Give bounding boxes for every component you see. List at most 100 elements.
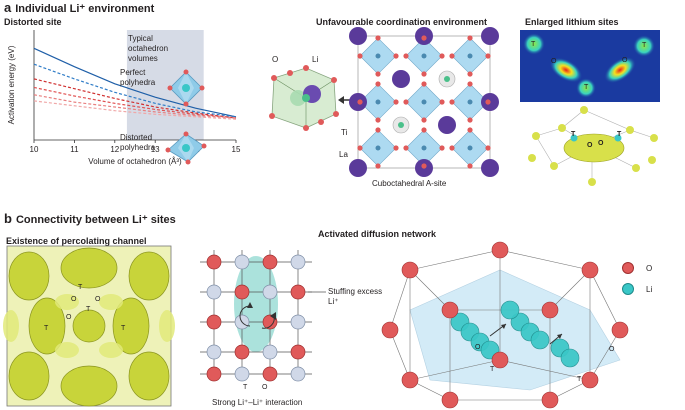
o-atom [403, 145, 409, 151]
perfect-octahedron-icon [167, 69, 205, 107]
o-site [262, 254, 278, 270]
ti-atom [421, 53, 427, 59]
ti-atom [421, 145, 427, 151]
x-tick-label: 13 [151, 145, 160, 154]
iso-label-t1: T [571, 131, 576, 138]
legend-lithium-label: Li [646, 285, 653, 294]
o-atom [449, 99, 455, 105]
x-tick-label: 12 [110, 145, 119, 154]
o-site [290, 284, 306, 300]
label-li: Li [312, 55, 319, 64]
lithium-density-heatmap [520, 30, 660, 102]
series-line [33, 94, 237, 119]
la-atom [438, 116, 456, 134]
perfect-polyhedra-label: Perfect polyhedra [120, 68, 156, 87]
o-atom [485, 99, 491, 105]
axis-t-label: T [243, 384, 248, 391]
perc-label-t3: T [44, 325, 49, 332]
o-atom [421, 81, 427, 87]
o-site [262, 314, 278, 330]
o-atom [375, 71, 381, 77]
o-atom [375, 163, 381, 169]
heat-label-o1: O [551, 58, 557, 65]
o-atom [485, 145, 491, 151]
o-atom [467, 35, 473, 41]
percolating-channel-isosurface [3, 245, 175, 407]
cage-edge [409, 359, 501, 381]
cage-edge [499, 359, 591, 381]
series-line [33, 86, 237, 119]
t-site [290, 366, 306, 382]
net-label-t1: T [490, 366, 495, 373]
li-atom [500, 300, 520, 320]
t-site [234, 366, 250, 382]
cage-edge [589, 329, 621, 381]
stuffing-label: Stuffing excess Li⁺ [328, 287, 383, 306]
o-atom [357, 99, 363, 105]
band-label: Typical octahedron volumes [128, 34, 169, 63]
li-cloud [234, 256, 278, 352]
distorted-site-title: Distorted site [4, 17, 62, 27]
o-site [290, 344, 306, 360]
o-atom [441, 301, 459, 319]
heat-label-t3: T [584, 84, 589, 91]
o-atom [449, 53, 455, 59]
li-atom [444, 76, 450, 82]
o-site [206, 254, 222, 270]
cuboctahedron-cage [269, 65, 339, 131]
cage-edge [409, 269, 451, 311]
lithium-isosurface-cluster [528, 106, 658, 186]
cage-edge [499, 249, 591, 271]
o-atom [439, 145, 445, 151]
ti-atom [467, 53, 473, 59]
cage-edge [409, 249, 501, 271]
o-atom [439, 53, 445, 59]
o-atom [581, 371, 599, 389]
axis-o-label: O [262, 384, 268, 391]
o-atom [421, 35, 427, 41]
perovskite-lattice [349, 27, 499, 177]
arrow-head [270, 312, 276, 320]
o-site [234, 284, 250, 300]
t-site [262, 284, 278, 300]
stuffing-grid [200, 250, 326, 382]
o-atom [375, 35, 381, 41]
cuboctahedral-caption: Cuboctahedral A-site [372, 179, 447, 188]
series-line [33, 78, 237, 119]
o-atom [441, 391, 459, 409]
legend-oxygen-swatch [622, 262, 634, 274]
o-atom [449, 145, 455, 151]
o-atom [357, 53, 363, 59]
t-site [206, 284, 222, 300]
o-atom [393, 145, 399, 151]
o-atom [401, 371, 419, 389]
activation-energy-chart: 101112131415Volume of octahedron (Å³)Act… [7, 30, 241, 166]
o-atom [401, 261, 419, 279]
la-atom [392, 70, 410, 88]
o-atom [421, 127, 427, 133]
cage-edge [549, 269, 591, 311]
percolating-title: Existence of percolating channel [6, 236, 147, 246]
la-atom [481, 27, 499, 45]
o-atom [611, 321, 629, 339]
ti-atom [375, 145, 381, 151]
iso-label-t2: T [617, 131, 622, 138]
activated-title: Activated diffusion network [318, 229, 437, 239]
o-atom [421, 117, 427, 123]
o-atom [467, 71, 473, 77]
o-site [206, 314, 222, 330]
x-tick-label: 10 [30, 145, 39, 154]
perc-label-o3: O [66, 314, 72, 321]
hop-arrow-head [557, 334, 562, 339]
li-atom [530, 330, 550, 350]
o-site [234, 344, 250, 360]
o-atom [381, 321, 399, 339]
strong-interaction-caption: Strong Li⁺–Li⁺ interaction [212, 398, 303, 407]
heat-label-t1: T [531, 41, 536, 48]
label-la: La [339, 150, 348, 159]
net-label-t2: T [577, 376, 582, 383]
la-atom [349, 27, 367, 45]
o-atom [581, 261, 599, 279]
perc-label-t4: T [121, 325, 126, 332]
la-atom [349, 159, 367, 177]
